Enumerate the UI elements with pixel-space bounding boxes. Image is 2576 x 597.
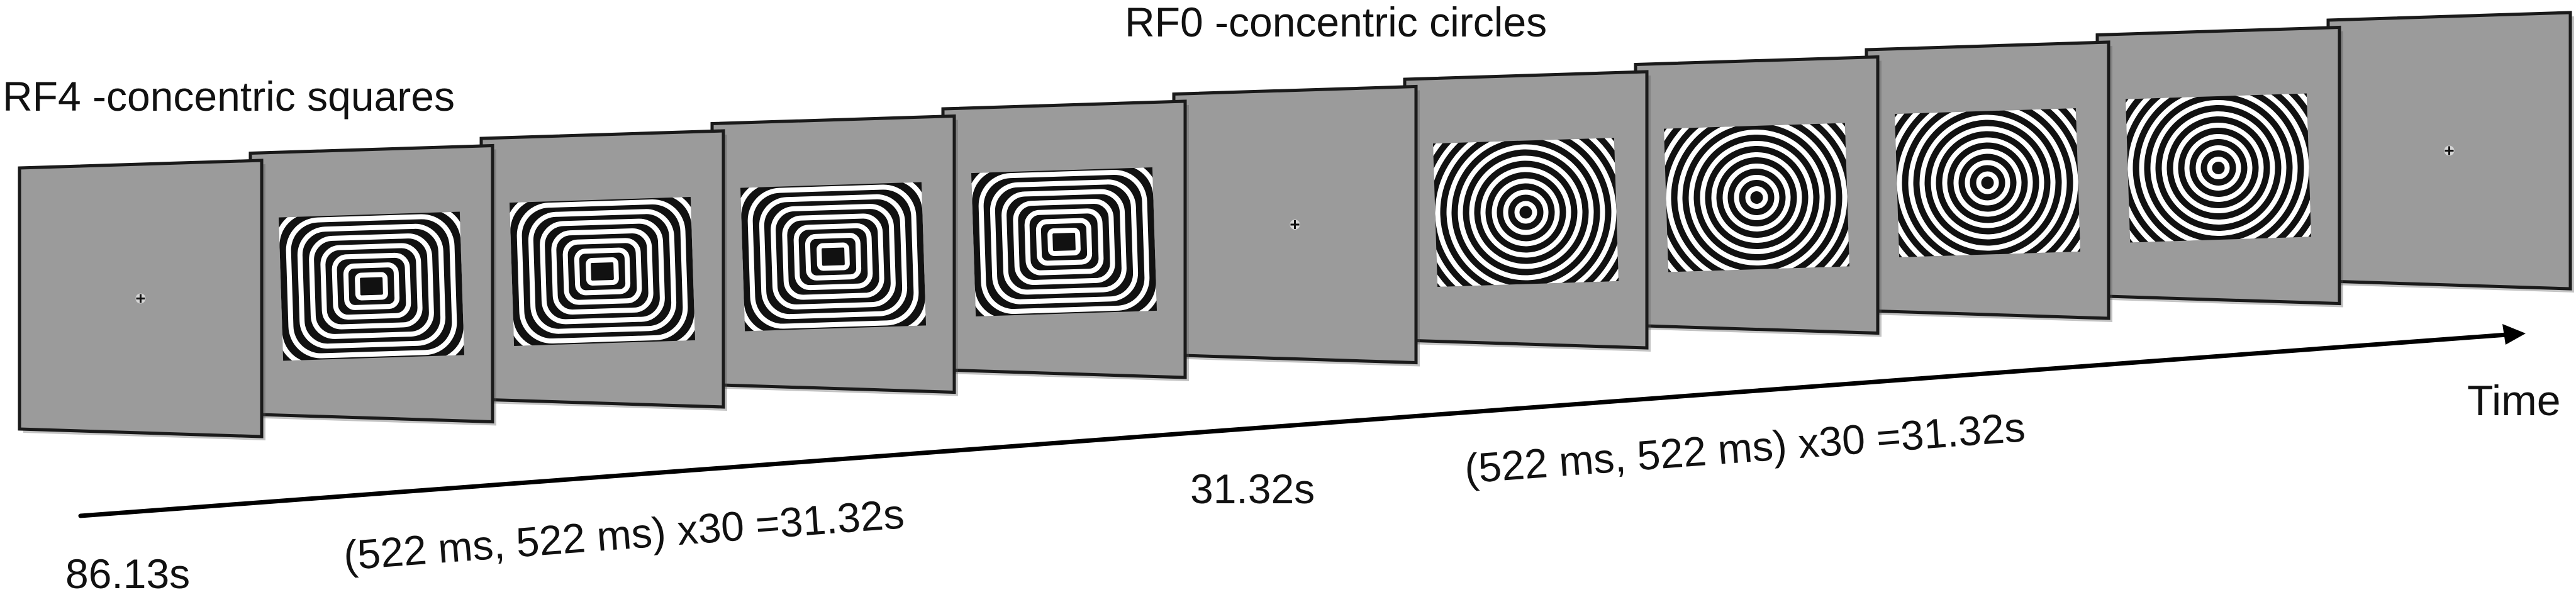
stimulus-frame-5-squares (941, 99, 1189, 381)
stimulus-frame-8-circles (1631, 55, 1883, 337)
stimulus-frame-4-squares (710, 114, 958, 396)
time-axis-label: Time (2467, 377, 2561, 425)
time-arrow-head (2502, 324, 2526, 345)
duration-middle-blank: 31.32s (1190, 466, 1315, 512)
fixation-cross (1290, 220, 1300, 230)
duration-circles-block: (522 ms, 522 ms) x30 =31.32s (1463, 403, 2027, 492)
squares-block-title: RF4 -concentric squares (3, 73, 455, 120)
stimulus-frame-3-squares (479, 129, 727, 411)
stimulus-frame-11-fixation (2326, 11, 2574, 293)
time-axis-line (78, 332, 2509, 518)
stimulus-frame-2-squares (248, 143, 496, 426)
stimulus-frame-6-fixation (1172, 84, 1420, 367)
time-arrow (78, 324, 2526, 518)
fixation-cross (135, 293, 146, 304)
stimulus-frames (18, 11, 2574, 440)
duration-initial-blank: 86.13s (65, 550, 190, 597)
circles-block-title: RF0 -concentric circles (1125, 0, 1547, 45)
stimulus-frame-10-circles (2093, 25, 2345, 308)
fixation-cross (2444, 145, 2455, 156)
stimulus-frame-1-fixation (18, 159, 265, 440)
stimulus-frame-7-circles (1400, 70, 1652, 352)
duration-squares-block: (522 ms, 522 ms) x30 =31.32s (342, 490, 906, 579)
stimulus-frame-9-circles (1862, 40, 2114, 322)
